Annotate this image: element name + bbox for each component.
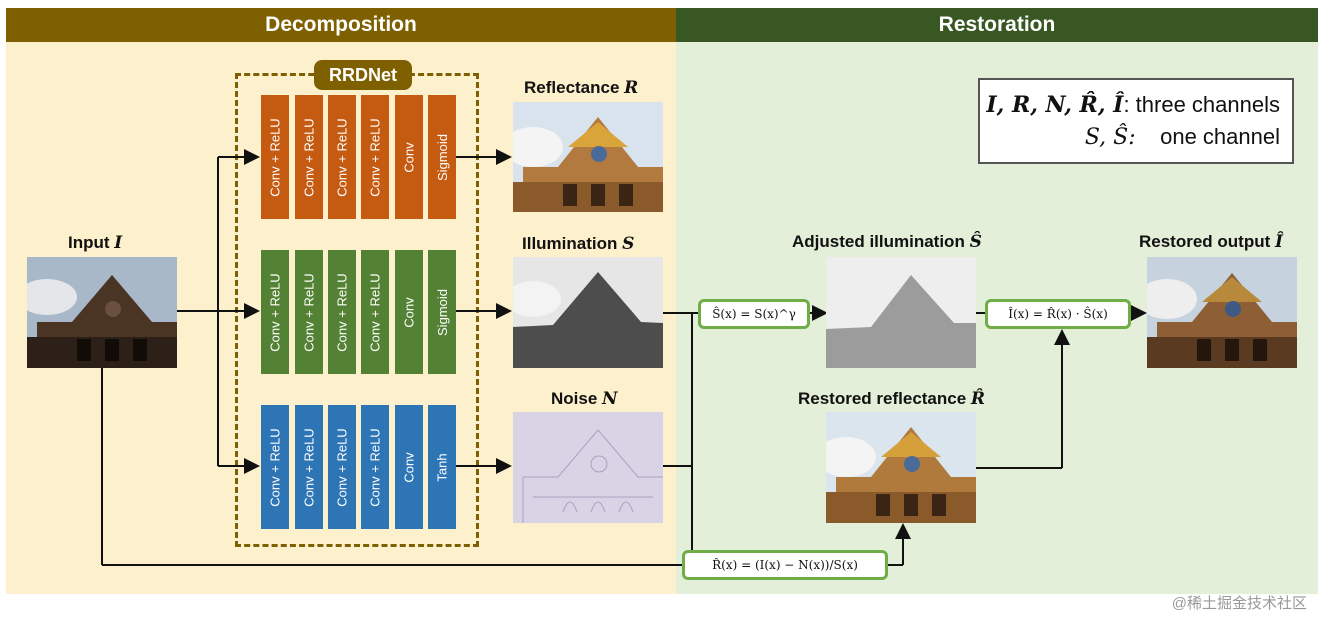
layer-green-2: Conv + ReLU xyxy=(295,250,323,374)
restored-output-image xyxy=(1147,257,1297,368)
noise-image xyxy=(513,412,663,523)
reflectance-label: Reflectance R xyxy=(524,78,639,98)
layer-blue-2: Conv + ReLU xyxy=(295,405,323,529)
restored-output-label: Restored output Î xyxy=(1139,232,1283,252)
noise-label: Noise N xyxy=(551,389,618,409)
layer-green-5: Conv xyxy=(395,250,423,374)
legend-line-three-channels: I, R, N, R̂, Î: three channels xyxy=(986,92,1280,118)
illumination-label: Illumination S xyxy=(522,234,635,254)
input-image xyxy=(27,257,177,368)
reflectance-restore-equation: R̂(x) = (I(x) − N(x))/S(x) xyxy=(682,550,888,580)
layer-green-3: Conv + ReLU xyxy=(328,250,356,374)
layer-blue-3: Conv + ReLU xyxy=(328,405,356,529)
layer-green-4: Conv + ReLU xyxy=(361,250,389,374)
rrdnet-label: RRDNet xyxy=(314,60,412,90)
legend-line-one-channel: S, Ŝ: one channel xyxy=(1084,124,1280,150)
layer-blue-5: Conv xyxy=(395,405,423,529)
channel-legend: I, R, N, R̂, Î: three channels S, Ŝ: one… xyxy=(978,78,1294,164)
adjusted-illumination-image xyxy=(826,257,976,368)
decomposition-header: Decomposition xyxy=(6,8,676,42)
watermark: @稀土掘金技术社区 xyxy=(1171,595,1307,612)
layer-green-1: Conv + ReLU xyxy=(261,250,289,374)
restored-reflectance-label: Restored reflectance R̂ xyxy=(798,389,986,409)
layer-blue-1: Conv + ReLU xyxy=(261,405,289,529)
input-label: Input I xyxy=(68,233,123,253)
layer-orange-4: Conv + ReLU xyxy=(361,95,389,219)
layer-green-6: Sigmoid xyxy=(428,250,456,374)
layer-orange-1: Conv + ReLU xyxy=(261,95,289,219)
layer-blue-4: Conv + ReLU xyxy=(361,405,389,529)
layer-orange-5: Conv xyxy=(395,95,423,219)
layer-orange-2: Conv + ReLU xyxy=(295,95,323,219)
layer-blue-6: Tanh xyxy=(428,405,456,529)
layer-orange-3: Conv + ReLU xyxy=(328,95,356,219)
layer-orange-6: Sigmoid xyxy=(428,95,456,219)
restored-reflectance-image xyxy=(826,412,976,523)
illumination-image xyxy=(513,257,663,368)
restoration-header: Restoration xyxy=(676,8,1318,42)
product-equation: Î(x) = R̂(x) · Ŝ(x) xyxy=(985,299,1131,329)
adjusted-illumination-label: Adjusted illumination Ŝ xyxy=(792,232,982,252)
gamma-correction-equation: Ŝ(x) = S(x)^γ xyxy=(698,299,810,329)
reflectance-image xyxy=(513,102,663,212)
